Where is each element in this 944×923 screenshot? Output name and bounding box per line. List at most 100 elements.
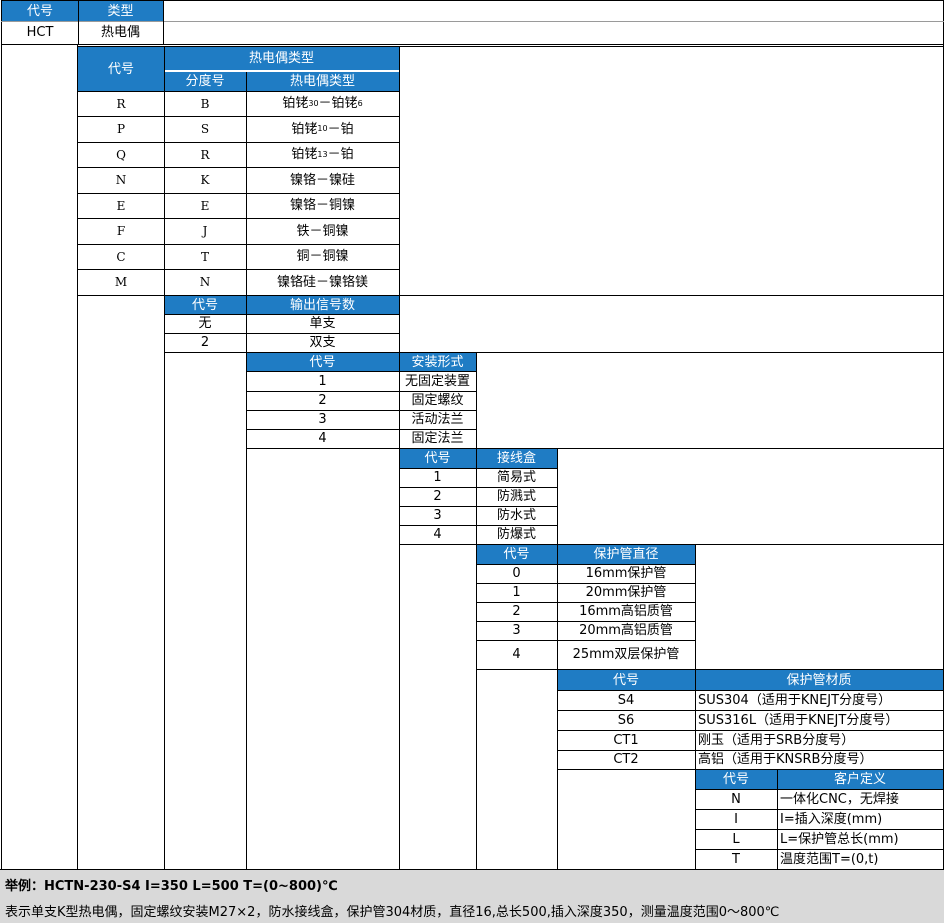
grid-line xyxy=(476,545,477,870)
custom-row-code: I xyxy=(734,811,738,827)
grid-line xyxy=(476,602,696,603)
tc-row-type-text: 铁－铜镍 xyxy=(296,223,349,239)
diameter-row-code: 0 xyxy=(512,566,521,581)
material-row-code: CT2 xyxy=(613,752,639,767)
tc-row-grade: T xyxy=(200,249,209,264)
tc-row-type: 镍铬－铜镍 xyxy=(246,193,399,218)
tc-row-type-text: 镍铬硅－镍铬镁 xyxy=(276,274,368,290)
tc-grade-header: 分度号 xyxy=(164,72,246,91)
tc-row-type-text: －铂 xyxy=(327,147,354,162)
grid-line xyxy=(399,544,944,545)
diameter-row-label: 25mm双层保护管 xyxy=(572,647,680,662)
signal-title-header: 输出信号数 xyxy=(246,296,399,314)
tc-row-grade: E xyxy=(200,198,210,213)
tc-row-code: R xyxy=(116,96,126,111)
tc-row-grade: R xyxy=(200,147,210,162)
mount-row-code: 4 xyxy=(318,431,327,446)
mount-row-code: 1 xyxy=(318,373,327,389)
grid-line xyxy=(399,506,558,507)
material-row-code: S6 xyxy=(617,712,635,728)
signal-row-code: 无 xyxy=(198,316,212,331)
grid-line xyxy=(695,789,944,790)
diameter-row-code: 3 xyxy=(512,623,521,638)
material-row-label: 刚玉（适用于SRB分度号） xyxy=(698,732,855,748)
grid-line xyxy=(77,91,400,92)
diameter-row-label: 16mm保护管 xyxy=(585,566,667,581)
diameter-row-code: 1 xyxy=(512,585,521,600)
grid-line xyxy=(77,244,400,245)
tc-row-code: M xyxy=(114,275,128,289)
grid-line xyxy=(163,0,164,44)
material-code-header: 代号 xyxy=(557,670,695,690)
mount-code-header: 代号 xyxy=(246,353,399,371)
tc-row-type-text: 镍铬－铜镍 xyxy=(289,198,355,213)
tc-row-type-text: －铂 xyxy=(327,121,354,137)
tc-row-grade: N xyxy=(199,275,211,289)
mount-title-header: 安装形式 xyxy=(399,353,476,371)
top-code-value: HCT xyxy=(26,25,54,40)
material-title-header: 保护管材质 xyxy=(695,670,943,690)
tc-row-code: C xyxy=(116,249,126,264)
material-row-label: 高铝（适用于KNSRB分度号） xyxy=(698,752,873,767)
tc-row-type: 铜－铜镍 xyxy=(246,244,399,269)
tc-row-grade: B xyxy=(200,96,210,111)
signal-row-label: 双支 xyxy=(309,335,336,350)
grid-line xyxy=(246,72,247,296)
grid-line xyxy=(77,116,400,117)
jbox-row-code: 2 xyxy=(433,489,442,504)
top-type-value: 热电偶 xyxy=(100,25,140,40)
mount-row-label: 无固定装置 xyxy=(404,373,470,389)
grid-line xyxy=(399,449,400,870)
diameter-code-header: 代号 xyxy=(476,545,557,564)
diameter-row-code: 4 xyxy=(512,647,521,662)
grid-line xyxy=(557,690,944,691)
jbox-code-header: 代号 xyxy=(399,449,476,468)
grid-line xyxy=(164,352,944,353)
grid-line xyxy=(0,869,944,870)
tc-row-code: P xyxy=(116,122,126,136)
signal-row-label: 单支 xyxy=(309,316,336,331)
grid-line xyxy=(1,0,944,1)
grid-line xyxy=(77,142,400,143)
grid-line xyxy=(77,269,400,270)
grid-line xyxy=(557,449,558,545)
tc-code-header: 代号 xyxy=(78,47,164,91)
material-row-code: CT1 xyxy=(613,732,639,748)
mount-row-code: 3 xyxy=(318,412,327,427)
tc-row-grade: S xyxy=(200,122,210,136)
signal-row-code: 2 xyxy=(200,335,210,350)
jbox-row-label: 防水式 xyxy=(496,508,536,523)
grid-line xyxy=(164,314,400,315)
grid-line xyxy=(77,218,400,219)
jbox-row-label: 防爆式 xyxy=(496,527,536,542)
tc-row-type-text: 铜－铜镍 xyxy=(296,249,349,264)
grid-line xyxy=(399,468,558,469)
grid-line xyxy=(164,46,165,870)
grid-line xyxy=(77,46,944,47)
mount-row-code: 2 xyxy=(318,393,327,408)
diameter-row-label: 16mm高铝质管 xyxy=(579,604,673,619)
jbox-row-label: 简易式 xyxy=(496,470,536,485)
tc-row-code: N xyxy=(115,173,127,187)
jbox-row-label: 防溅式 xyxy=(496,489,536,504)
tc-row-type: 铁－铜镍 xyxy=(246,218,399,244)
grid-line xyxy=(557,769,944,770)
mount-row-label: 活动法兰 xyxy=(411,412,464,427)
jbox-row-code: 4 xyxy=(433,527,442,542)
tc-row-grade: J xyxy=(202,224,208,238)
tc-title-header: 热电偶类型 xyxy=(164,47,399,70)
grid-line xyxy=(246,296,247,870)
signal-code-header: 代号 xyxy=(164,296,246,314)
grid-line xyxy=(77,167,400,168)
tc-row-code: Q xyxy=(116,147,126,162)
jbox-row-code: 1 xyxy=(433,470,442,485)
custom-row-code: L xyxy=(732,831,740,847)
tc-row-type-text: 镍铬－镍硅 xyxy=(289,172,355,188)
jbox-title-header: 接线盒 xyxy=(476,449,557,468)
tc-row-grade: K xyxy=(200,173,210,187)
grid-line xyxy=(78,0,79,44)
diameter-title-header: 保护管直径 xyxy=(557,545,695,564)
